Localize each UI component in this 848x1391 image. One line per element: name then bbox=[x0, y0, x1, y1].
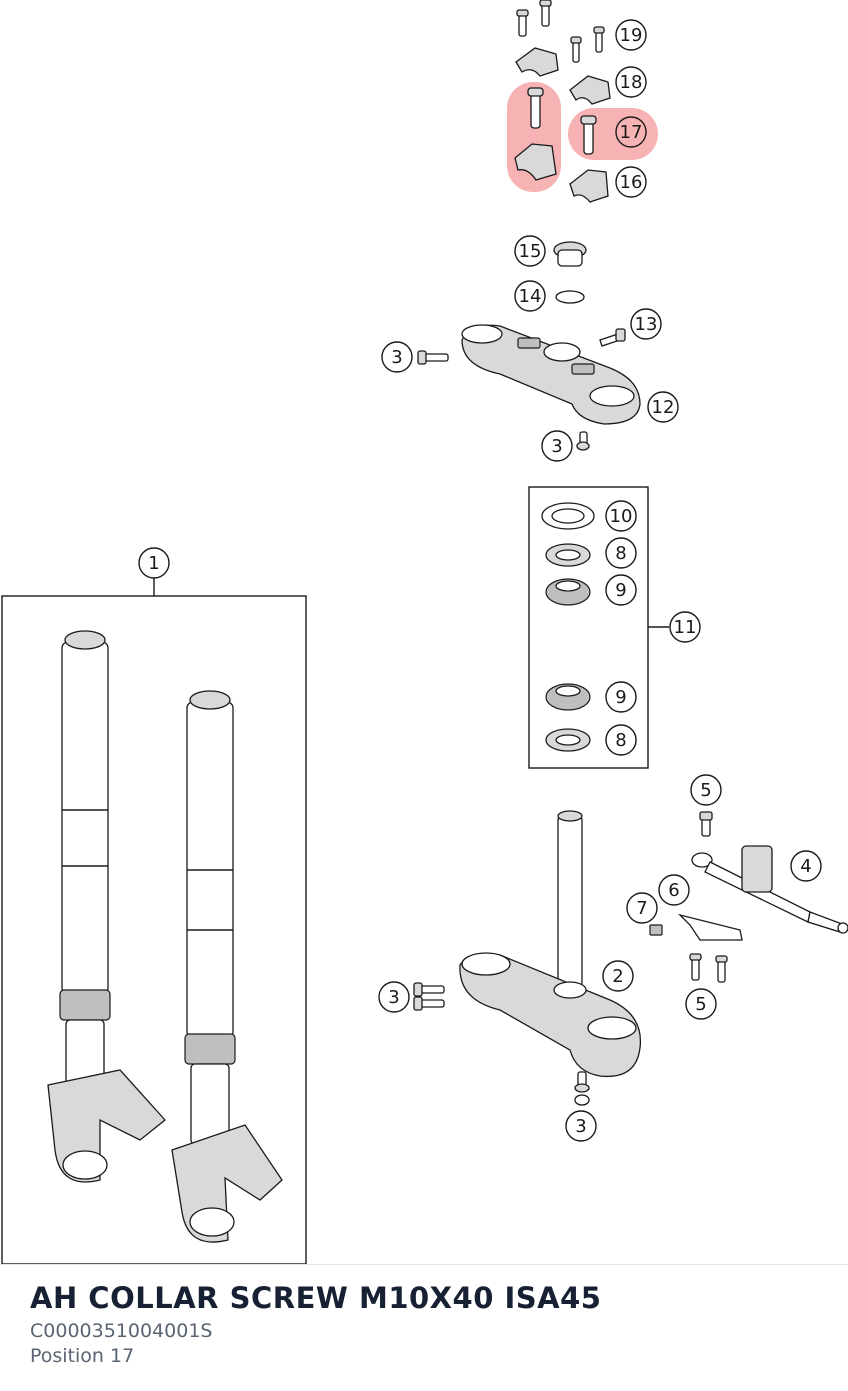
screws-3-lower-left[interactable] bbox=[413, 982, 445, 1011]
callout-11[interactable]: 11 bbox=[669, 611, 701, 643]
callout-4[interactable]: 4 bbox=[790, 850, 822, 882]
callout-3-d[interactable]: 3 bbox=[565, 1110, 597, 1142]
svg-text:1: 1 bbox=[148, 553, 159, 574]
cap-15[interactable] bbox=[553, 241, 587, 267]
callout-13[interactable]: 13 bbox=[630, 308, 662, 340]
svg-text:14: 14 bbox=[519, 286, 542, 307]
screw-3-top-bottom[interactable] bbox=[576, 431, 590, 451]
callout-16[interactable]: 16 bbox=[615, 166, 647, 198]
callout-3-c[interactable]: 3 bbox=[378, 981, 410, 1013]
svg-text:10: 10 bbox=[610, 506, 633, 527]
svg-text:8: 8 bbox=[615, 730, 626, 751]
clamp-16[interactable] bbox=[514, 143, 609, 203]
svg-text:19: 19 bbox=[620, 25, 643, 46]
collar-screw-17[interactable] bbox=[527, 87, 597, 155]
callout-8-a[interactable]: 8 bbox=[605, 537, 637, 569]
callout-3-b[interactable]: 3 bbox=[541, 430, 573, 462]
svg-text:9: 9 bbox=[615, 687, 626, 708]
steering-damper-4[interactable] bbox=[691, 845, 848, 934]
upper-triple-clamp-12[interactable] bbox=[461, 324, 641, 425]
screw-5-top[interactable] bbox=[699, 811, 713, 837]
bearing-kit-11[interactable] bbox=[541, 502, 595, 752]
callout-8-b[interactable]: 8 bbox=[605, 724, 637, 756]
screw-3-lower-bottom[interactable] bbox=[574, 1071, 590, 1106]
callout-7[interactable]: 7 bbox=[626, 892, 658, 924]
part-title: AH COLLAR SCREW M10X40 ISA45 bbox=[30, 1281, 602, 1315]
svg-text:9: 9 bbox=[615, 580, 626, 601]
clamp-18[interactable] bbox=[515, 47, 611, 105]
callout-3-a[interactable]: 3 bbox=[381, 341, 413, 373]
svg-text:16: 16 bbox=[620, 172, 643, 193]
svg-text:6: 6 bbox=[668, 880, 679, 901]
svg-text:3: 3 bbox=[391, 347, 402, 368]
callout-18[interactable]: 18 bbox=[615, 66, 647, 98]
callout-9-a[interactable]: 9 bbox=[605, 574, 637, 606]
screw-3-top-left[interactable] bbox=[417, 350, 449, 365]
screws-19[interactable] bbox=[516, 0, 605, 63]
part-number: C0000351004001S bbox=[30, 1320, 213, 1342]
exploded-parts-diagram: 19 18 17 16 15 14 13 3 12 3 10 8 9 11 9 … bbox=[1, 0, 848, 1264]
callout-14[interactable]: 14 bbox=[514, 280, 546, 312]
callout-6[interactable]: 6 bbox=[658, 874, 690, 906]
svg-text:3: 3 bbox=[551, 436, 562, 457]
svg-text:18: 18 bbox=[620, 72, 643, 93]
washer-14[interactable] bbox=[555, 290, 585, 304]
callout-5-b[interactable]: 5 bbox=[685, 988, 717, 1020]
bracket-6[interactable] bbox=[677, 913, 743, 941]
callout-15[interactable]: 15 bbox=[514, 235, 546, 267]
screws-5-bottom[interactable] bbox=[689, 953, 728, 983]
lower-triple-clamp-2[interactable] bbox=[459, 810, 642, 1078]
fork-leg-left[interactable] bbox=[47, 630, 166, 1183]
svg-text:15: 15 bbox=[519, 241, 542, 262]
svg-text:11: 11 bbox=[674, 617, 697, 638]
screw-13[interactable] bbox=[599, 328, 626, 347]
part-7[interactable] bbox=[649, 924, 663, 936]
svg-text:2: 2 bbox=[612, 966, 623, 987]
callout-17[interactable]: 17 bbox=[615, 116, 647, 148]
svg-text:4: 4 bbox=[800, 856, 811, 877]
svg-text:5: 5 bbox=[695, 994, 706, 1015]
part-position: Position 17 bbox=[30, 1345, 135, 1367]
svg-text:7: 7 bbox=[636, 898, 647, 919]
callout-19[interactable]: 19 bbox=[615, 19, 647, 51]
svg-text:3: 3 bbox=[575, 1116, 586, 1137]
callout-10[interactable]: 10 bbox=[605, 500, 637, 532]
callout-1[interactable]: 1 bbox=[138, 547, 170, 579]
bearing-kit-box bbox=[528, 486, 649, 769]
fork-leg-right[interactable] bbox=[171, 690, 283, 1243]
svg-text:3: 3 bbox=[388, 987, 399, 1008]
highlight-right bbox=[568, 108, 658, 160]
svg-text:12: 12 bbox=[652, 397, 675, 418]
callout-5-a[interactable]: 5 bbox=[690, 774, 722, 806]
svg-text:5: 5 bbox=[700, 780, 711, 801]
svg-text:17: 17 bbox=[620, 122, 643, 143]
part-info-footer: AH COLLAR SCREW M10X40 ISA45 C0000351004… bbox=[0, 1264, 848, 1391]
callout-12[interactable]: 12 bbox=[647, 391, 679, 423]
svg-text:8: 8 bbox=[615, 543, 626, 564]
callout-9-b[interactable]: 9 bbox=[605, 681, 637, 713]
svg-text:13: 13 bbox=[635, 314, 658, 335]
callout-2[interactable]: 2 bbox=[602, 960, 634, 992]
